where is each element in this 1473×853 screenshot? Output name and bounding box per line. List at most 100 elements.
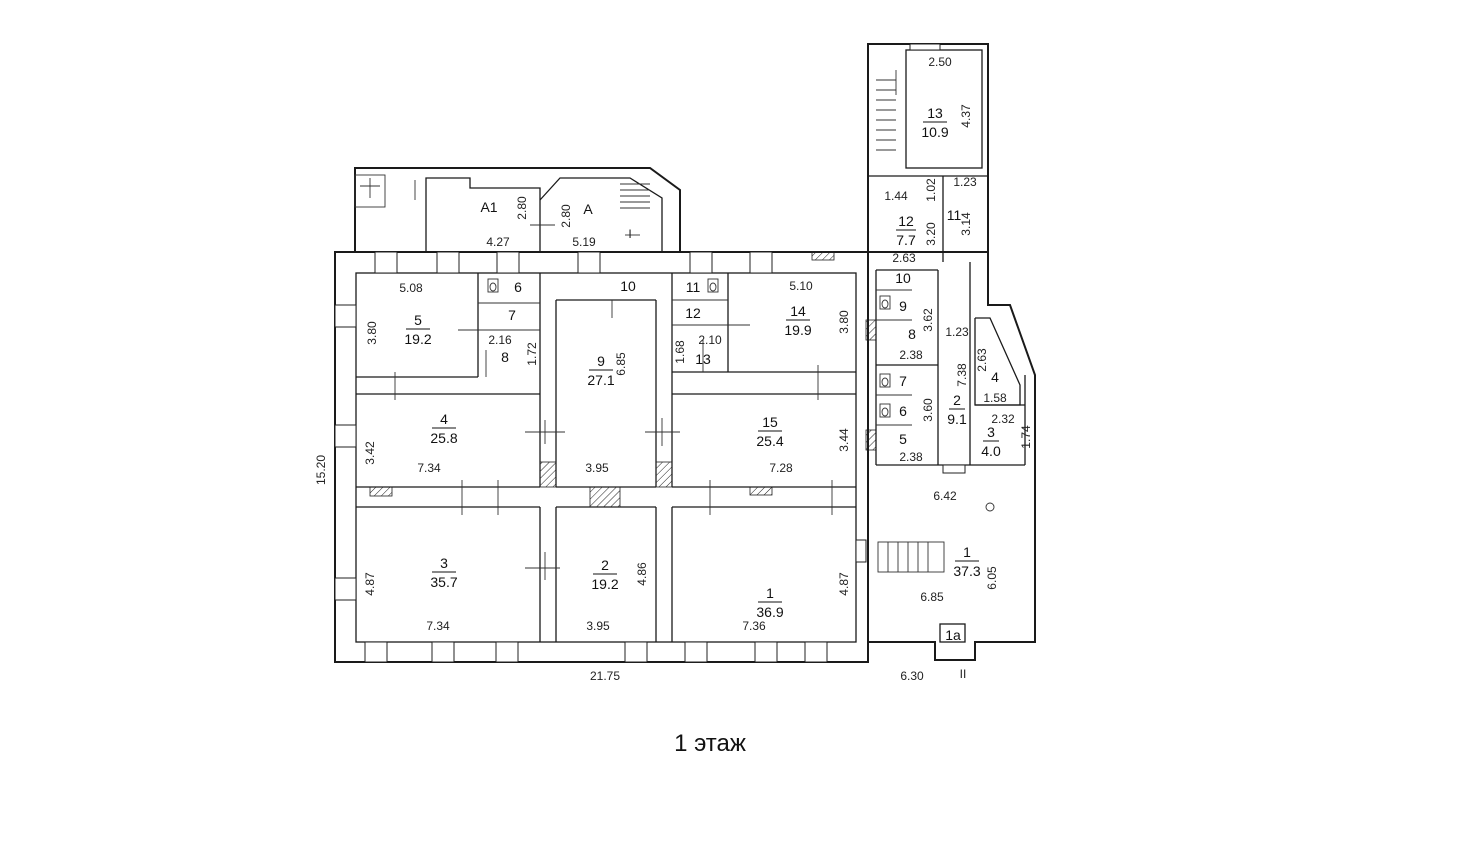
small-labels: А1 А 10 6 7 8 11 12 13 1а 4 5 6 7 9 10 1… [480, 199, 999, 681]
room-5-number: 5 [414, 312, 422, 328]
dimension-label: 6.85 [920, 590, 944, 604]
dimension-label: 1.23 [953, 175, 977, 189]
dimension-label: 2.80 [559, 204, 573, 228]
dimension-label: 2.32 [991, 412, 1015, 426]
label-11: 11 [686, 279, 701, 295]
ext-room-2-area: 9.1 [947, 411, 967, 427]
dimension-label: 2.10 [698, 333, 722, 347]
room-labels: 1 36.9 2 19.2 3 35.7 4 25.8 5 19.2 9 27.… [404, 105, 1001, 620]
label-ext-6: 6 [899, 403, 907, 419]
dimension-label: 7.34 [417, 461, 441, 475]
label-12: 12 [685, 305, 701, 321]
columns [369, 251, 877, 508]
dimension-label: 4.37 [959, 104, 973, 128]
room-15-number: 15 [762, 414, 778, 430]
dimension-label: 3.95 [586, 619, 610, 633]
windows [334, 251, 867, 663]
room-2-area: 19.2 [591, 576, 618, 592]
dimension-label: 5.08 [399, 281, 423, 295]
toilet-fixtures [487, 278, 891, 418]
room-2-number: 2 [601, 557, 609, 573]
ext-room-1-area: 37.3 [953, 563, 980, 579]
label-a: А [583, 201, 593, 217]
label-8: 8 [501, 349, 509, 365]
label-a1: А1 [480, 199, 497, 215]
dimension-label: 15.20 [314, 455, 328, 485]
ext-room-12-area: 7.7 [896, 232, 916, 248]
dimension-label: 2.38 [899, 450, 923, 464]
label-7: 7 [508, 307, 516, 323]
dimension-label: 4.86 [635, 562, 649, 586]
label-ext-5: 5 [899, 431, 907, 447]
dimension-label: 3.80 [365, 321, 379, 345]
room-9-number: 9 [597, 353, 605, 369]
label-13: 13 [695, 351, 711, 367]
annex-right [867, 43, 989, 262]
annex-top [354, 167, 681, 252]
dimensions: 15.20 21.75 6.30 5.08 3.80 2.16 1.72 4.2… [314, 55, 1033, 683]
dimension-label: 1.68 [673, 340, 687, 364]
dimension-label: 2.50 [928, 55, 952, 69]
dimension-label: 6.30 [900, 669, 924, 683]
room-3-area: 35.7 [430, 574, 457, 590]
label-6: 6 [514, 279, 522, 295]
ext-room-3-area: 4.0 [981, 443, 1001, 459]
label-ii: II [960, 667, 967, 681]
ext-room-1-number: 1 [963, 544, 971, 560]
label-ext-7: 7 [899, 373, 907, 389]
dimension-label: 6.85 [614, 352, 628, 376]
dimension-label: 2.16 [488, 333, 512, 347]
dimension-label: 3.42 [363, 441, 377, 465]
label-10: 10 [620, 278, 636, 294]
dimension-label: 1.23 [945, 325, 969, 339]
room-15-area: 25.4 [756, 433, 783, 449]
dimension-label: 1.74 [1019, 425, 1033, 449]
ext-room-12-number: 12 [898, 213, 914, 229]
ext-room-13-area: 10.9 [921, 124, 948, 140]
dimension-label: 4.87 [363, 572, 377, 596]
dimension-label: 6.42 [933, 489, 957, 503]
dimension-label: 2.63 [975, 348, 989, 372]
floor-caption: 1 этаж [674, 730, 746, 757]
room-14-number: 14 [790, 303, 806, 319]
label-ext-10: 10 [895, 270, 911, 286]
room-3-number: 3 [440, 555, 448, 571]
dimension-label: 3.95 [585, 461, 609, 475]
door-marks [394, 300, 833, 580]
room-9-area: 27.1 [587, 372, 614, 388]
dimension-label: 1.58 [983, 391, 1007, 405]
dimension-label: 3.14 [959, 212, 973, 236]
label-ext-4: 4 [991, 369, 999, 385]
dimension-label: 2.38 [899, 348, 923, 362]
label-i: I [628, 227, 631, 241]
ext-room-3-number: 3 [987, 424, 995, 440]
label-ext-11: 11 [947, 207, 962, 223]
dimension-label: 3.20 [924, 222, 938, 246]
dimension-label: 2.80 [515, 196, 529, 220]
room-5-area: 19.2 [404, 331, 431, 347]
dimension-label: 3.62 [921, 308, 935, 332]
dimension-label: 1.44 [884, 189, 908, 203]
dimension-label: 5.19 [572, 235, 596, 249]
dimension-label: 7.36 [742, 619, 766, 633]
dimension-label: 4.27 [486, 235, 510, 249]
ext-room-2-number: 2 [953, 392, 961, 408]
ext-room-13-number: 13 [927, 105, 943, 121]
dimension-label: 3.44 [837, 428, 851, 452]
ext-room-8-number: 8 [908, 326, 916, 342]
dimension-label: 1.72 [525, 342, 539, 366]
label-1a: 1а [945, 627, 961, 643]
room-1-area: 36.9 [756, 604, 783, 620]
dimension-label: 4.87 [837, 572, 851, 596]
dimension-label: 5.10 [789, 279, 813, 293]
dimension-label: 7.28 [769, 461, 793, 475]
dimension-label: 3.60 [921, 398, 935, 422]
dimension-label: 1.02 [924, 178, 938, 202]
dimension-label: 6.05 [985, 566, 999, 590]
dimension-label: 2.63 [892, 251, 916, 265]
dimension-label: 21.75 [590, 669, 620, 683]
room-1-number: 1 [766, 585, 774, 601]
dimension-label: 7.38 [955, 363, 969, 387]
right-extension [867, 176, 1036, 661]
